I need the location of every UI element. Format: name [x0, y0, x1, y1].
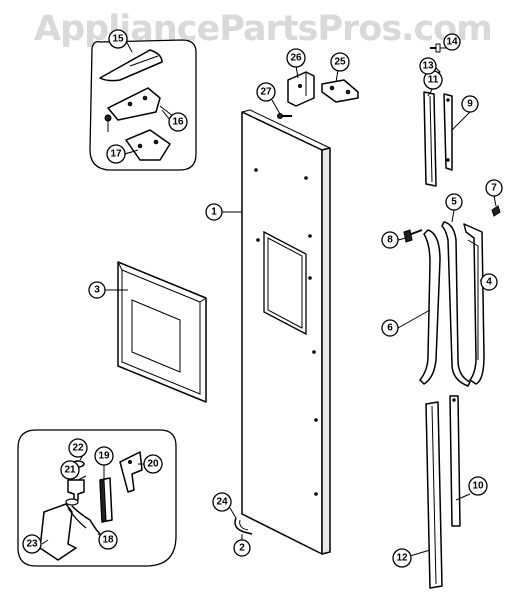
- callout-19: 19: [94, 446, 114, 466]
- callout-18: 18: [98, 530, 118, 550]
- upper-hinge: [107, 87, 161, 121]
- callout-21: 21: [60, 460, 80, 480]
- handle-5: [441, 221, 471, 387]
- svg-text:24: 24: [216, 497, 228, 508]
- dispenser-frame: [117, 261, 207, 403]
- svg-text:1: 1: [211, 207, 217, 218]
- svg-text:17: 17: [110, 149, 122, 160]
- callout-24: 24: [212, 492, 232, 512]
- wire-24: [234, 517, 253, 535]
- svg-text:8: 8: [387, 235, 393, 246]
- hinge-shim: [125, 129, 171, 161]
- svg-text:22: 22: [72, 443, 84, 454]
- svg-text:6: 6: [387, 323, 393, 334]
- svg-text:5: 5: [451, 197, 457, 208]
- svg-text:4: 4: [486, 277, 492, 288]
- handle-assembly: [419, 221, 485, 387]
- callout-15: 15: [108, 29, 128, 49]
- screw-27: [277, 113, 292, 119]
- callout-2: 2: [233, 539, 251, 557]
- svg-text:21: 21: [64, 465, 76, 476]
- svg-text:12: 12: [396, 553, 408, 564]
- screw-14: [430, 43, 441, 53]
- callout-17: 17: [106, 144, 126, 164]
- svg-text:9: 9: [467, 99, 473, 110]
- door-stop: [321, 79, 359, 103]
- svg-text:23: 23: [26, 539, 38, 550]
- door-panel: [241, 109, 331, 555]
- callout-1: 1: [205, 203, 223, 221]
- svg-text:13: 13: [422, 61, 434, 72]
- screw-8: [403, 229, 423, 243]
- screw-7: [491, 205, 501, 217]
- callout-7: 7: [485, 179, 503, 197]
- svg-text:26: 26: [290, 53, 302, 64]
- svg-text:16: 16: [172, 117, 184, 128]
- svg-text:3: 3: [94, 285, 100, 296]
- callouts: 1 2 3 4 5 6 7 8 9 10 11 12 13 14 15 16 1…: [22, 29, 503, 568]
- callout-9: 9: [461, 95, 479, 113]
- lower-trim-strip: [425, 395, 461, 589]
- upper-trim-strip: [423, 91, 453, 187]
- callout-23: 23: [22, 534, 42, 554]
- stop-bracket: [287, 71, 315, 107]
- svg-text:15: 15: [112, 34, 124, 45]
- bushing-21: [67, 479, 85, 501]
- callout-4: 4: [480, 273, 498, 291]
- svg-text:27: 27: [260, 87, 272, 98]
- hinge-pin-20: [119, 451, 143, 493]
- callout-12: 12: [392, 548, 412, 568]
- svg-text:10: 10: [472, 481, 484, 492]
- callout-22: 22: [68, 438, 88, 458]
- svg-text:2: 2: [239, 543, 245, 554]
- callout-13: 13: [419, 57, 437, 75]
- svg-text:18: 18: [102, 535, 114, 546]
- callout-14: 14: [443, 33, 461, 51]
- callout-16: 16: [168, 112, 188, 132]
- callout-5: 5: [445, 193, 463, 211]
- svg-text:7: 7: [491, 183, 497, 194]
- svg-text:14: 14: [446, 37, 458, 48]
- svg-text:11: 11: [428, 75, 439, 86]
- callout-6: 6: [381, 319, 399, 337]
- callout-27: 27: [256, 82, 276, 102]
- hinge-inset: [89, 39, 197, 171]
- hinge-block-23: [39, 503, 77, 561]
- callout-8: 8: [381, 231, 399, 249]
- callout-10: 10: [468, 476, 488, 496]
- callout-3: 3: [88, 281, 106, 299]
- svg-text:20: 20: [147, 459, 159, 470]
- svg-text:19: 19: [98, 451, 110, 462]
- callout-20: 20: [143, 454, 163, 474]
- callout-26: 26: [286, 48, 306, 68]
- callout-25: 25: [330, 52, 350, 72]
- svg-text:25: 25: [334, 57, 346, 68]
- handle-4: [463, 223, 485, 385]
- handle-6: [419, 229, 441, 385]
